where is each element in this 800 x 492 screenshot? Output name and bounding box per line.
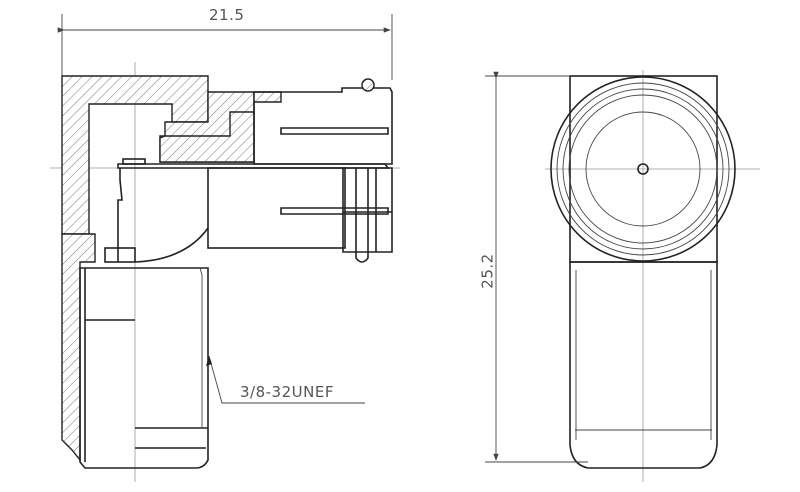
width-dimension-label: 21.5 bbox=[209, 6, 245, 24]
thread-callout-label: 3/8-32UNEF bbox=[240, 383, 334, 401]
height-dimension-label: 25.2 bbox=[478, 253, 497, 289]
width-dimension-line bbox=[57, 14, 393, 80]
height-dimension-line bbox=[485, 71, 588, 463]
section-view bbox=[61, 75, 393, 469]
end-view bbox=[550, 75, 736, 469]
thread-leader bbox=[208, 355, 365, 404]
centerlines bbox=[50, 62, 760, 482]
